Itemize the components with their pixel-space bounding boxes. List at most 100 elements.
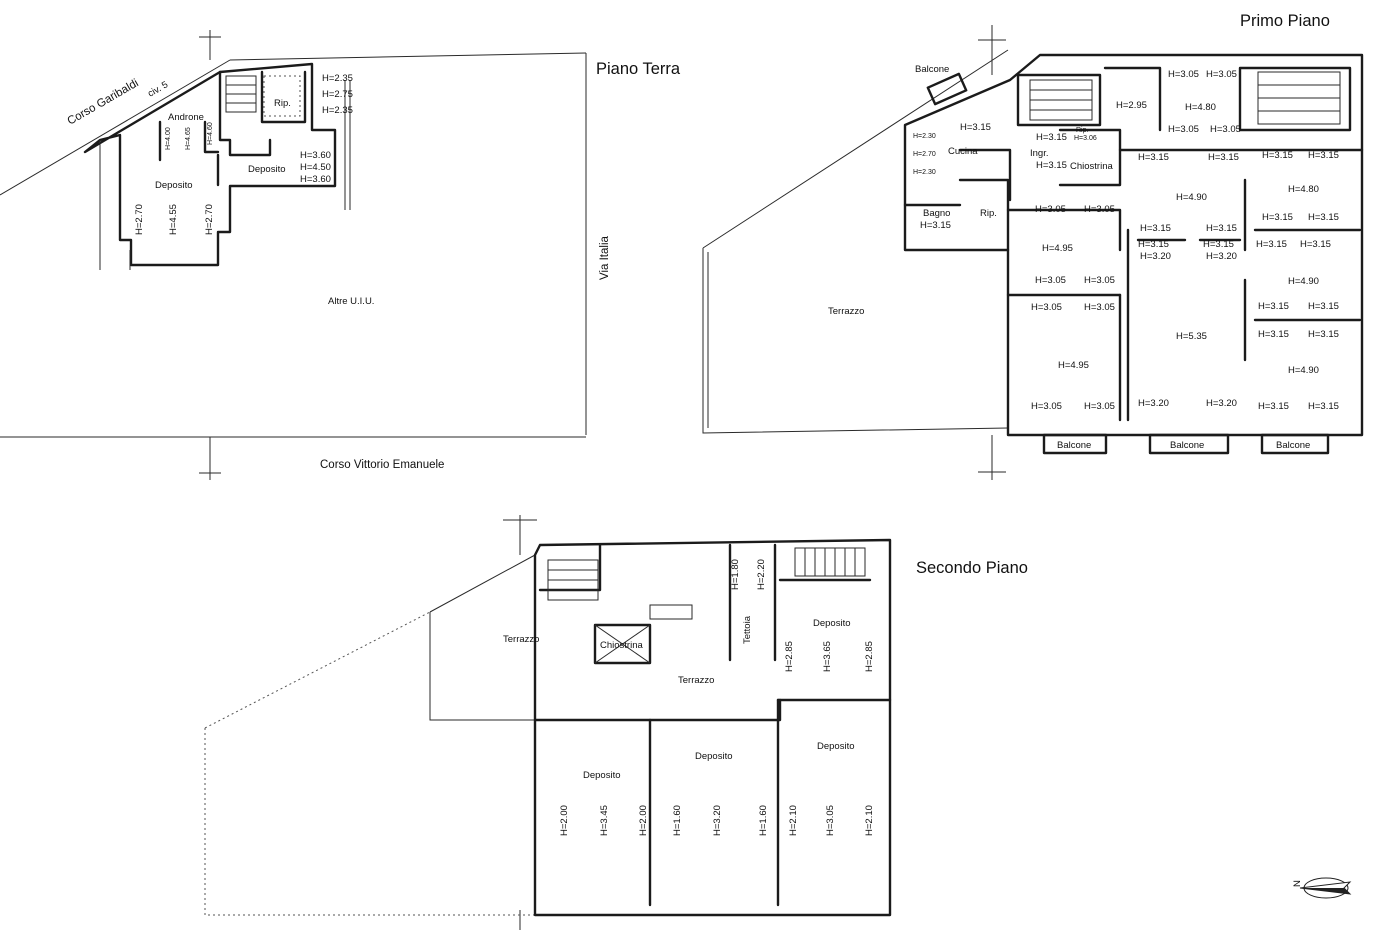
height-label: H=3.15 — [1256, 239, 1287, 250]
height-label: H=3.15 — [1308, 401, 1339, 412]
height-label: H=3.15 — [1138, 152, 1169, 163]
height-label: H=4.00 — [165, 127, 172, 150]
height-label: H=3.65 — [822, 641, 833, 672]
height-label: H=3.20 — [712, 805, 723, 836]
height-label: H=3.06 — [1074, 135, 1097, 142]
room-terrazzo-first: Terrazzo — [828, 306, 864, 317]
room-balcone-2: Balcone — [1170, 440, 1204, 451]
north-arrow-icon — [1299, 877, 1352, 899]
room-chiostrina-first: Chiostrina — [1070, 161, 1113, 172]
height-label: H=3.15 — [1262, 212, 1293, 223]
room-balcone-top: Balcone — [915, 64, 949, 75]
height-label: H=3.05 — [1168, 69, 1199, 80]
street-garibaldi: Corso Garibaldi — [66, 77, 141, 127]
height-label: H=3.15 — [1206, 223, 1237, 234]
height-label: H=3.20 — [1140, 251, 1171, 262]
height-label: H=3.15 — [960, 122, 991, 133]
room-ingresso: Ingr. — [1030, 148, 1049, 159]
height-label: H=3.05 — [1031, 302, 1062, 313]
height-label: H=4.65 — [185, 127, 192, 150]
height-label: H=2.00 — [559, 805, 570, 836]
other-units-label: Altre U.I.U. — [328, 296, 374, 307]
room-tettoia: Tettoia — [742, 615, 753, 644]
room-deposito-2-3: Deposito — [695, 751, 733, 762]
height-label: H=1.60 — [672, 805, 683, 836]
room-deposito-2-2: Deposito — [583, 770, 621, 781]
height-label: H=3.60 — [300, 150, 331, 161]
height-label: H=3.15 — [1308, 150, 1339, 161]
height-label: H=1.60 — [758, 805, 769, 836]
height-label: H=2.70 — [913, 151, 936, 158]
height-label: H=3.15 — [1308, 301, 1339, 312]
height-label: H=2.10 — [864, 805, 875, 836]
height-label: H=3.15 — [1036, 132, 1067, 143]
height-label: H=3.05 — [1084, 275, 1115, 286]
height-label: H=2.85 — [864, 641, 875, 672]
room-deposito-ground-1: Deposito — [155, 180, 193, 191]
height-label: H=2.20 — [756, 559, 767, 590]
height-label: H=3.15 — [1300, 239, 1331, 250]
height-label: H=4.50 — [300, 162, 331, 173]
first-floor-plan — [702, 25, 1364, 480]
height-label: H=3.05 — [1084, 302, 1115, 313]
height-label: H=2.00 — [638, 805, 649, 836]
second-floor-plan — [204, 515, 892, 930]
room-bagno: Bagno — [923, 208, 950, 219]
height-label: H=5.35 — [1176, 331, 1207, 342]
height-label: H=3.05 — [1206, 69, 1237, 80]
height-label: H=2.95 — [1116, 100, 1147, 111]
height-label: H=4.55 — [168, 204, 179, 235]
height-label: H=3.05 — [1035, 275, 1066, 286]
height-label: H=3.15 — [920, 220, 951, 231]
room-deposito-2-1: Deposito — [813, 618, 851, 629]
height-label: H=4.90 — [1288, 276, 1319, 287]
height-label: H=3.05 — [1084, 204, 1115, 215]
street-vittorio: Corso Vittorio Emanuele — [320, 459, 444, 471]
room-androne: Androne — [168, 112, 204, 123]
height-label: H=3.05 — [1210, 124, 1241, 135]
height-label: H=4.60 — [207, 122, 214, 145]
room-deposito-2-4: Deposito — [817, 741, 855, 752]
height-label: H=4.80 — [1288, 184, 1319, 195]
room-chiostrina-second: Chiostrina — [600, 640, 643, 651]
height-label: H=3.15 — [1138, 239, 1169, 250]
room-cucina: Cucina — [948, 146, 978, 157]
height-label: H=2.70 — [204, 204, 215, 235]
height-label: H=2.30 — [913, 133, 936, 140]
height-label: H=1.80 — [730, 559, 741, 590]
height-label: H=4.80 — [1185, 102, 1216, 113]
height-label: H=3.15 — [1203, 239, 1234, 250]
room-terrazzo-2b: Terrazzo — [678, 675, 714, 686]
height-label: H=3.15 — [1258, 329, 1289, 340]
height-label: H=2.85 — [784, 641, 795, 672]
ground-floor-plan — [0, 30, 587, 480]
room-rip-ground: Rip. — [274, 98, 291, 109]
height-label: H=3.15 — [1262, 150, 1293, 161]
room-balcone-3: Balcone — [1276, 440, 1310, 451]
first-floor-title: Primo Piano — [1240, 12, 1330, 30]
room-balcone-1: Balcone — [1057, 440, 1091, 451]
height-label: H=2.70 — [134, 204, 145, 235]
height-label: H=4.90 — [1288, 365, 1319, 376]
room-terrazzo-2a: Terrazzo — [503, 634, 539, 645]
height-label: H=2.10 — [788, 805, 799, 836]
height-label: H=2.35 — [322, 105, 353, 116]
height-label: H=3.15 — [1308, 212, 1339, 223]
height-label: H=3.15 — [1036, 160, 1067, 171]
street-italia: Via Italia — [599, 235, 611, 280]
height-label: H=2.75 — [322, 89, 353, 100]
height-label: H=2.35 — [322, 73, 353, 84]
north-label: N — [1292, 880, 1303, 887]
height-label: H=4.95 — [1042, 243, 1073, 254]
ground-floor-title: Piano Terra — [596, 60, 681, 78]
height-label: H=3.05 — [825, 805, 836, 836]
height-label: H=3.60 — [300, 174, 331, 185]
height-label: H=3.05 — [1084, 401, 1115, 412]
height-label: H=3.05 — [1035, 204, 1066, 215]
second-floor-title: Secondo Piano — [916, 559, 1028, 577]
height-label: H=3.15 — [1308, 329, 1339, 340]
height-label: H=4.90 — [1176, 192, 1207, 203]
height-label: H=2.30 — [913, 169, 936, 176]
height-label: H=3.20 — [1206, 251, 1237, 262]
